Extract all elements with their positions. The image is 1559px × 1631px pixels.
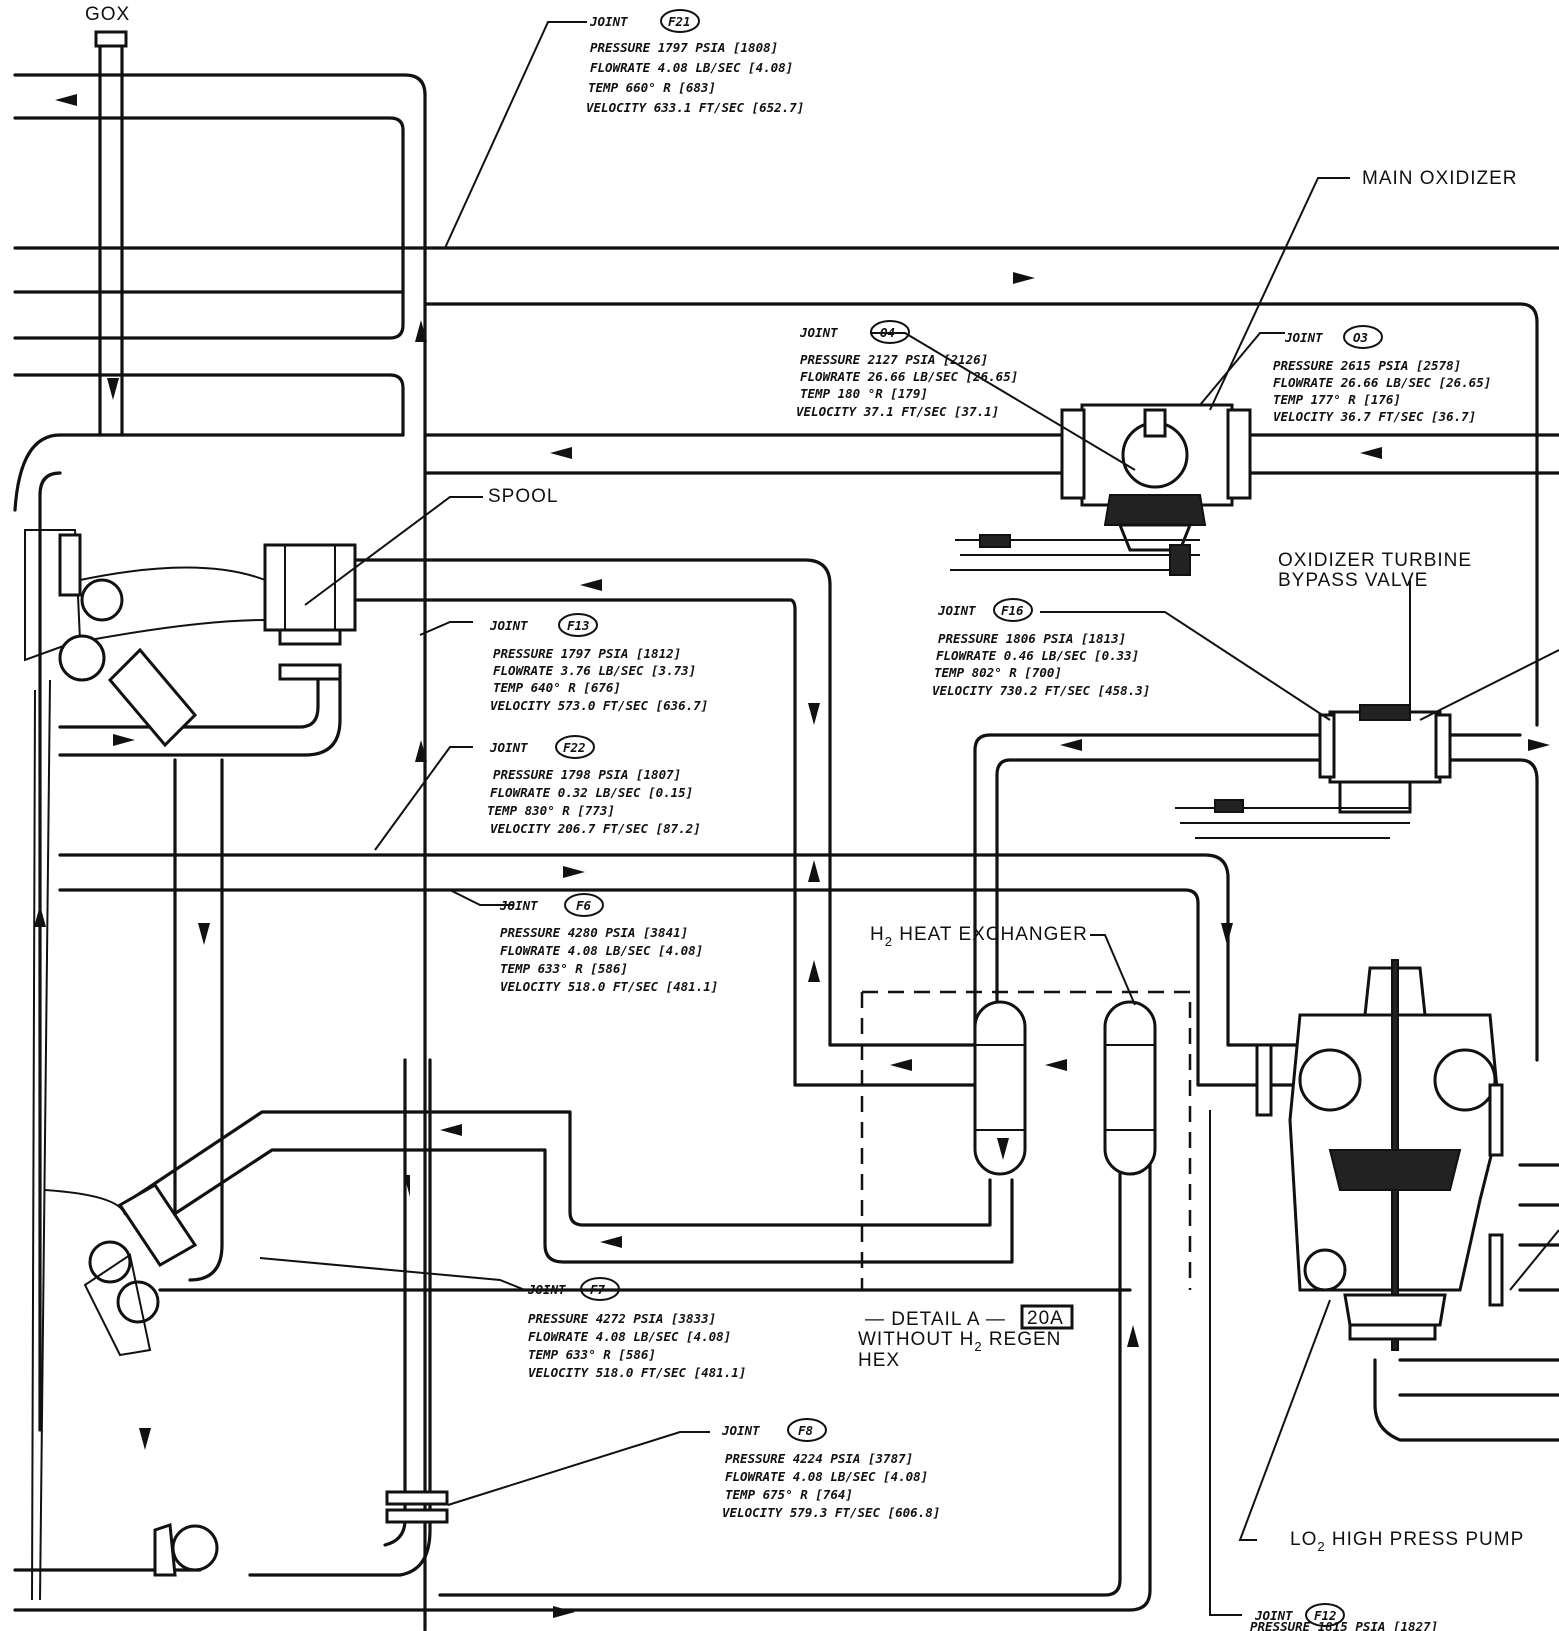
joint-flowrate: FLOWRATE 4.08 LB/SEC [4.08] xyxy=(500,943,703,958)
lo2-high-press-pump xyxy=(1288,959,1504,1351)
joint-pressure: PRESSURE 1797 PSIA [1808] xyxy=(590,40,778,55)
joint-velocity: VELOCITY 37.1 FT/SEC [37.1] xyxy=(796,404,999,419)
without-regen-label: WITHOUT H2 REGEN xyxy=(858,1329,1061,1354)
joint-temp: TEMP 633° R [586] xyxy=(500,961,628,976)
h2-heat-exchanger xyxy=(860,990,1273,1290)
joint-annotation-f13: JOINT F13 PRESSURE 1797 PSIA [1812] FLOW… xyxy=(489,613,708,713)
joint-temp: TEMP 640° R [676] xyxy=(493,680,621,695)
joint-temp: TEMP 675° R [764] xyxy=(725,1487,853,1502)
joint-label: JOINT xyxy=(1254,1608,1293,1623)
joint-temp: TEMP 633° R [586] xyxy=(528,1347,656,1362)
joint-velocity: VELOCITY 633.1 FT/SEC [652.7] xyxy=(586,100,804,115)
joint-pressure: PRESSURE 1797 PSIA [1812] xyxy=(493,646,681,661)
joint-annotation-o4: JOINT O4 PRESSURE 2127 PSIA [2126] FLOWR… xyxy=(796,320,1018,419)
lower-left-turbine xyxy=(44,1183,219,1577)
joint-id: F16 xyxy=(1001,603,1024,618)
joint-annotation-f16: JOINT F16 PRESSURE 1806 PSIA [1813] FLOW… xyxy=(932,598,1150,698)
joint-annotation-f21: JOINT F21 PRESSURE 1797 PSIA [1808] FLOW… xyxy=(586,9,804,115)
main-oxidizer-valve xyxy=(950,403,1252,576)
hex-label: HEX xyxy=(858,1350,900,1371)
joint-annotation-f12: JOINT F12 PRESSURE 1815 PSIA [1827] xyxy=(1250,1603,1438,1631)
joint-temp: TEMP 180 °R [179] xyxy=(800,386,928,401)
joint-pressure: PRESSURE 4272 PSIA [3833] xyxy=(528,1311,716,1326)
leader-lines xyxy=(259,21,1559,1616)
main-oxidizer-label: MAIN OXIDIZER xyxy=(1362,168,1518,189)
lo2-pump-label: LO2 HIGH PRESS PUMP xyxy=(1290,1529,1524,1554)
joint-flowrate: FLOWRATE 3.76 LB/SEC [3.73] xyxy=(493,663,696,678)
joint-flowrate: FLOWRATE 26.66 LB/SEC [26.65] xyxy=(1273,375,1491,390)
joint-label: JOINT xyxy=(589,14,628,29)
detail-ref-box xyxy=(1020,1304,1074,1330)
joint-flowrate: FLOWRATE 4.08 LB/SEC [4.08] xyxy=(725,1469,928,1484)
joint-velocity: VELOCITY 730.2 FT/SEC [458.3] xyxy=(932,683,1150,698)
joint-velocity: VELOCITY 573.0 FT/SEC [636.7] xyxy=(490,698,708,713)
spool-label: SPOOL xyxy=(488,486,558,507)
joint-velocity: VELOCITY 579.3 FT/SEC [606.8] xyxy=(722,1505,940,1520)
joint-pressure: PRESSURE 1815 PSIA [1827] xyxy=(1250,1619,1438,1631)
flanges xyxy=(385,1490,449,1524)
joint-annotation-f6: JOINT F6 PRESSURE 4280 PSIA [3841] FLOWR… xyxy=(499,893,718,994)
detail-ref-text: 20A xyxy=(1027,1308,1064,1329)
joint-label: JOINT xyxy=(799,325,838,340)
joint-annotation-o3: JOINT O3 PRESSURE 2615 PSIA [2578] FLOWR… xyxy=(1273,325,1491,424)
joint-velocity: VELOCITY 518.0 FT/SEC [481.1] xyxy=(500,979,718,994)
joint-label: JOINT xyxy=(499,898,538,913)
joint-pressure: PRESSURE 1806 PSIA [1813] xyxy=(938,631,1126,646)
joint-pressure: PRESSURE 4224 PSIA [3787] xyxy=(725,1451,913,1466)
joint-id: F7 xyxy=(590,1282,606,1297)
joint-label: JOINT xyxy=(721,1423,760,1438)
flow-arrows xyxy=(34,94,1550,1618)
joint-annotation-f7: JOINT F7 PRESSURE 4272 PSIA [3833] FLOWR… xyxy=(527,1277,746,1380)
joint-label: JOINT xyxy=(1284,330,1323,345)
spool-component xyxy=(263,543,357,681)
joint-pressure: PRESSURE 4280 PSIA [3841] xyxy=(500,925,688,940)
joint-label: JOINT xyxy=(937,603,976,618)
joint-id: F8 xyxy=(798,1423,813,1438)
joint-id: F12 xyxy=(1314,1608,1337,1623)
h2-heat-exchanger-label: H2 HEAT EXCHANGER xyxy=(870,924,1088,949)
joint-flowrate: FLOWRATE 26.66 LB/SEC [26.65] xyxy=(800,369,1018,384)
joint-id: F21 xyxy=(668,14,691,29)
joint-flowrate: FLOWRATE 0.46 LB/SEC [0.33] xyxy=(936,648,1139,663)
left-turbine-assembly xyxy=(24,529,266,1601)
joint-pressure: PRESSURE 2127 PSIA [2126] xyxy=(800,352,988,367)
detail-a-label: — DETAIL A — xyxy=(865,1309,1006,1330)
joint-velocity: VELOCITY 206.7 FT/SEC [87.2] xyxy=(490,821,701,836)
joint-id: F13 xyxy=(567,618,590,633)
joint-pressure: PRESSURE 1798 PSIA [1807] xyxy=(493,767,681,782)
joint-annotation-f8: JOINT F8 PRESSURE 4224 PSIA [3787] FLOWR… xyxy=(721,1418,940,1520)
joint-flowrate: FLOWRATE 4.08 LB/SEC [4.08] xyxy=(528,1329,731,1344)
joint-temp: TEMP 802° R [700] xyxy=(934,665,1062,680)
joint-id: F22 xyxy=(563,740,586,755)
joint-id: F6 xyxy=(576,898,592,913)
joint-temp: TEMP 660° R [683] xyxy=(588,80,716,95)
oxidizer-turbine-label: OXIDIZER TURBINE xyxy=(1278,550,1472,571)
joint-temp: TEMP 177° R [176] xyxy=(1273,392,1401,407)
oxidizer-turbine-bypass-valve xyxy=(1175,704,1452,839)
component-labels: GOX MAIN OXIDIZER SPOOL OXIDIZER TURBINE… xyxy=(85,4,1524,1554)
joint-label: JOINT xyxy=(489,740,528,755)
joint-annotation-f22: JOINT F22 PRESSURE 1798 PSIA [1807] FLOW… xyxy=(487,735,701,836)
joint-label: JOINT xyxy=(527,1282,566,1297)
joint-id: O4 xyxy=(880,325,895,340)
joint-flowrate: FLOWRATE 4.08 LB/SEC [4.08] xyxy=(590,60,793,75)
bypass-valve-label: BYPASS VALVE xyxy=(1278,570,1428,591)
joint-id: O3 xyxy=(1353,330,1368,345)
pipe-network xyxy=(13,30,1559,1631)
joint-pressure: PRESSURE 2615 PSIA [2578] xyxy=(1273,358,1461,373)
joint-temp: TEMP 830° R [773] xyxy=(487,803,615,818)
joint-flowrate: FLOWRATE 0.32 LB/SEC [0.15] xyxy=(490,785,693,800)
gox-label: GOX xyxy=(85,4,130,25)
joint-velocity: VELOCITY 518.0 FT/SEC [481.1] xyxy=(528,1365,746,1380)
joint-velocity: VELOCITY 36.7 FT/SEC [36.7] xyxy=(1273,409,1476,424)
joint-label: JOINT xyxy=(489,618,528,633)
